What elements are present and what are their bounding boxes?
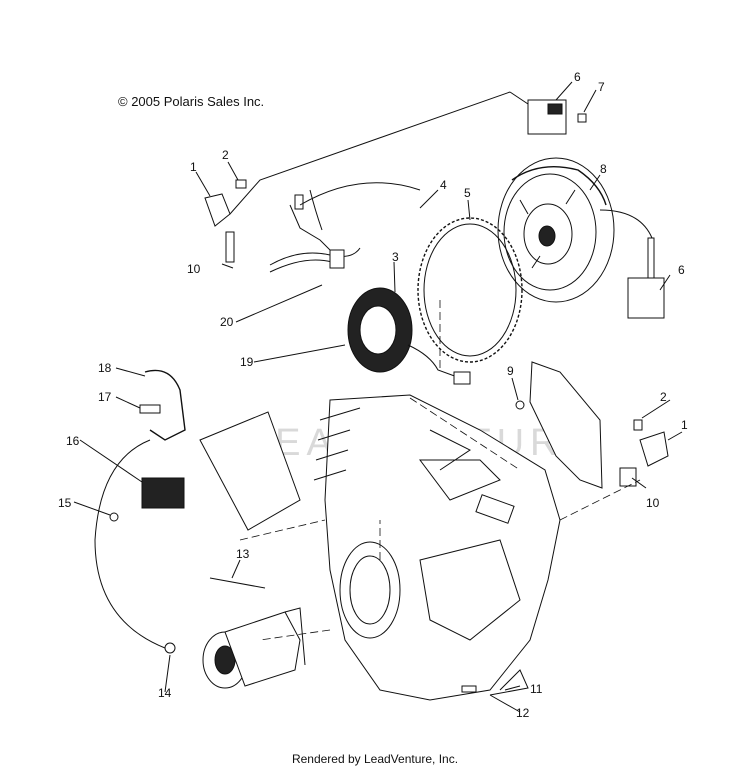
voltage-regulator — [109, 411, 301, 531]
callout-15: 15 — [58, 496, 72, 510]
callout-3: 3 — [392, 250, 399, 264]
engine-block — [313, 394, 561, 701]
spark-plug-cap-right — [619, 419, 669, 487]
ignition-coil-right — [599, 209, 665, 319]
callout-4: 4 — [440, 178, 447, 192]
callout-10-left: 10 — [187, 262, 201, 276]
callout-9: 9 — [507, 364, 514, 378]
oil-sensor-wire — [461, 669, 529, 696]
callout-8: 8 — [600, 162, 607, 176]
starter-motor — [164, 577, 306, 689]
callout-2-left: 2 — [222, 148, 229, 162]
flywheel — [497, 157, 615, 303]
callout-17: 17 — [98, 390, 112, 404]
wiring-harness — [269, 189, 361, 273]
harness-left — [94, 369, 186, 649]
callout-6-top: 6 — [574, 70, 581, 84]
callout-5: 5 — [464, 186, 471, 200]
ring-gear — [417, 217, 523, 363]
callout-20: 20 — [220, 315, 234, 329]
callout-11: 11 — [530, 682, 543, 696]
callout-16: 16 — [66, 434, 80, 448]
callout-10-right: 10 — [646, 496, 660, 510]
cover-plate — [515, 361, 603, 489]
callout-1-left: 1 — [190, 160, 197, 174]
callout-19: 19 — [240, 355, 254, 369]
callout-12: 12 — [516, 706, 530, 720]
callout-14: 14 — [158, 686, 172, 700]
callout-1-right: 1 — [681, 418, 688, 432]
callout-18: 18 — [98, 361, 112, 375]
callout-6-right: 6 — [678, 263, 685, 277]
ignition-coil-top — [509, 91, 587, 135]
render-credit: Rendered by LeadVenture, Inc. — [291, 752, 459, 766]
copyright-notice: © 2005 Polaris Sales Inc. — [118, 94, 265, 109]
callout-7: 7 — [598, 80, 605, 94]
spark-plug-cap-left — [204, 91, 511, 263]
callout-2-right: 2 — [660, 390, 667, 404]
stator — [347, 287, 471, 385]
callout-13: 13 — [236, 547, 250, 561]
